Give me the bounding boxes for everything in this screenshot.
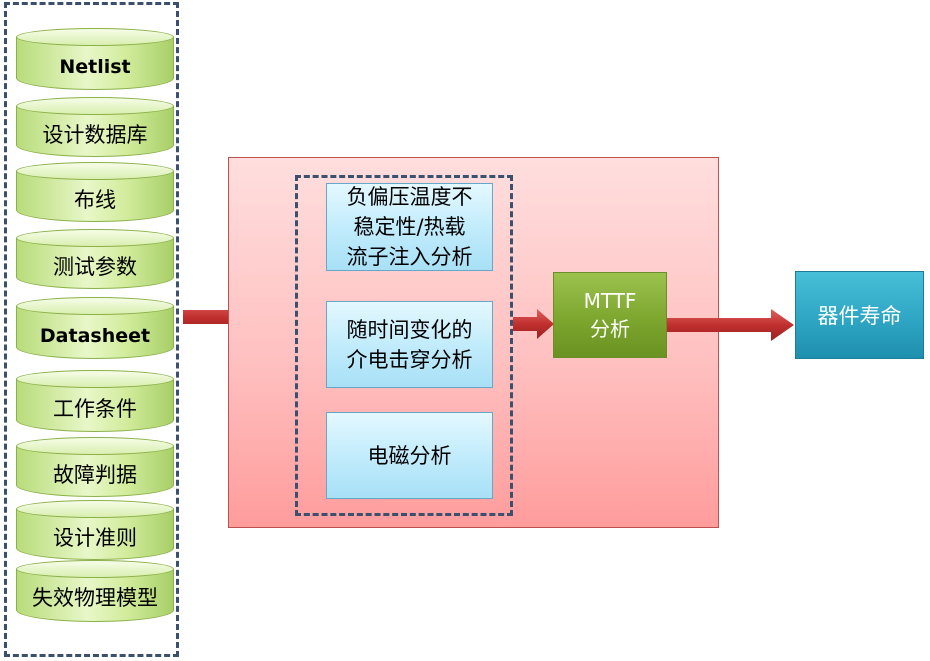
input-design-rules: 设计准则 [16,500,174,560]
input-operating-conditions: 工作条件 [16,370,174,432]
method-electromagnetic: 电磁分析 [326,412,493,499]
input-design-database-label: 设计数据库 [16,106,174,157]
device-lifetime-box: 器件寿命 [795,271,924,359]
cylinder-top [16,297,174,315]
arrow-methods-to-mttf [513,309,554,339]
input-test-parameters: 测试参数 [16,229,174,289]
input-datasheet: Datasheet [16,297,174,359]
device-lifetime-label: 器件寿命 [817,304,902,328]
mttf-analysis-box: MTTF 分析 [553,272,667,358]
method-tddb: 随时间变化的 介电击穿分析 [326,301,493,388]
cylinder-top [16,229,174,247]
arrow-mttf-to-lifetime [667,309,794,341]
input-physics-of-failure-model: 失效物理模型 [16,560,174,622]
input-design-database: 设计数据库 [16,97,174,157]
cylinder-top [16,437,174,455]
methods-group [295,175,513,516]
cylinder-top [16,97,174,115]
cylinder-top [16,500,174,518]
method-nbti-hci: 负偏压温度不 稳定性/热载 流子注入分析 [326,183,493,271]
cylinder-top [16,162,174,180]
mttf-analysis-label: MTTF 分析 [583,289,637,341]
cylinder-top [16,560,174,578]
input-failure-criteria: 故障判据 [16,437,174,497]
input-group [4,2,179,657]
cylinder-top [16,28,174,46]
input-routing: 布线 [16,162,174,222]
input-netlist: Netlist [16,28,174,90]
cylinder-top [16,370,174,388]
